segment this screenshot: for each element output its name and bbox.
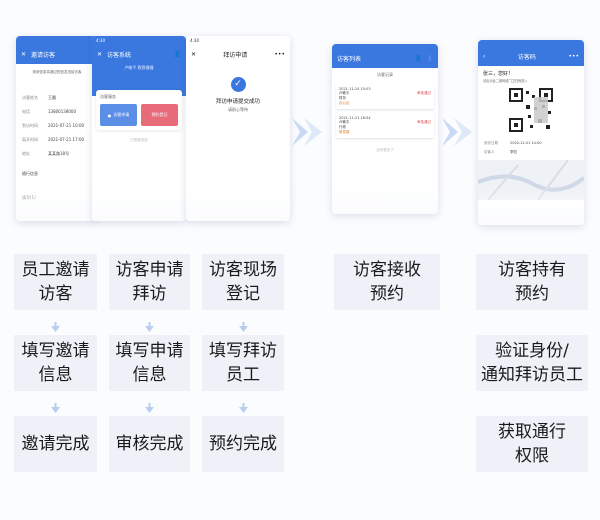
person-icon: ● [107, 112, 112, 118]
form-row[interactable]: 地址某某路18号 [22, 151, 70, 156]
page-title: 访客码 [517, 53, 536, 61]
status-bar [16, 36, 98, 45]
arrow-down-icon [51, 322, 60, 332]
arrow-down-icon [238, 322, 248, 332]
status-bar: 4:30 [96, 38, 105, 43]
success-message: 拜访申请提交成功 [215, 99, 260, 105]
flow-step-tile: 访客持有 预约 [476, 254, 588, 310]
visitor-record[interactable]: 2021-11-24 15:03 卢敏平审批通过 财务 办公区 [336, 84, 434, 109]
visitor-record[interactable]: 2021-11-21 18:54 卢敏平审批通过 行政 研发楼 [336, 113, 434, 138]
page-title: 访客系统 [107, 51, 132, 59]
appointment-register-button[interactable]: 预约登记 [141, 104, 178, 126]
flow-arrow-icon [442, 118, 472, 146]
flow-step-tile: 填写邀请 信息 [14, 335, 97, 391]
page-title: 拜访申请 [223, 51, 248, 59]
flow-step-tile: 审核完成 [109, 416, 190, 472]
tab-records[interactable]: 访客记录 [377, 72, 393, 77]
close-icon[interactable]: ✕ [97, 50, 103, 58]
flow-step-tile: 填写拜访 员工 [202, 335, 284, 391]
arrow-down-icon [51, 403, 60, 413]
phone-visitor-list: 访客列表 👤 ⋮ 访客记录 2021-11-24 15:03 卢敏平审批通过 财… [332, 44, 438, 214]
invite-hint: 邀请信息将通过短信发送给访客 [32, 70, 82, 74]
flow-step-tile: 填写申请 信息 [109, 335, 190, 391]
bottom-note: 已是最底部 [130, 138, 148, 142]
phone-visit-request: 4:30 ✕ 拜访申请 ••• ✓ 拜访申请提交成功 请耐心等待 [186, 36, 290, 221]
flow-step-tile: 员工邀请 访客 [14, 254, 97, 310]
user-subtitle: 卢敏平 跌跌撞撞 [124, 65, 154, 70]
page-title: 访客列表 [337, 56, 362, 63]
flow-step-tile: 获取通行 权限 [476, 416, 588, 472]
section-label: 访客服务 [100, 94, 116, 99]
flow-step-tile: 访客现场 登记 [202, 254, 284, 310]
status-badge: 审批通过 [417, 91, 431, 95]
status-bar: 4:30 [190, 38, 199, 43]
close-icon[interactable]: ✕ [191, 50, 197, 58]
page-title: 邀请访客 [31, 51, 56, 59]
visitor-apply-button[interactable]: ●访客申请 [100, 104, 137, 126]
flow-step-tile: 访客接收 预约 [334, 254, 440, 310]
form-row[interactable]: 访客姓名王晨 [22, 95, 56, 100]
more-icon[interactable]: ⋮ [427, 55, 433, 62]
success-subtext: 请耐心等待 [228, 107, 248, 112]
phone-visitor-system: 4:30 ✕ 访客系统 👤 卢敏平 跌跌撞撞 访客服务 ●访客申请 预约登记 已… [92, 36, 186, 221]
more-icon[interactable]: ••• [568, 52, 579, 60]
flow-step-tile: 访客申请 拜访 [109, 254, 190, 310]
flow-arrow-icon [292, 118, 322, 146]
success-check-icon: ✓ [230, 77, 246, 92]
list-end-note: 没有更多了 [376, 148, 394, 152]
status-bar [332, 44, 438, 51]
flow-step-tile: 预约完成 [202, 416, 284, 472]
arrow-down-icon [238, 403, 248, 413]
greeting: 张三，您好！ [483, 71, 514, 77]
extra-info[interactable]: 随行信息 [22, 171, 38, 176]
user-icon[interactable]: 👤 [173, 50, 181, 58]
status-badge: 审批通过 [417, 120, 431, 124]
back-icon[interactable]: ‹ [483, 52, 486, 60]
arrow-down-icon [145, 403, 154, 413]
status-bar [478, 40, 584, 48]
flow-step-tile: 验证身份/ 通知拜访员工 [476, 335, 588, 391]
flow-step-tile: 邀请完成 [14, 416, 97, 472]
more-icon[interactable]: ••• [274, 50, 285, 58]
qr-code-icon [508, 87, 554, 133]
arrow-down-icon [145, 322, 154, 332]
qr-instruction: 请出示此二维码给门卫扫码进入 [483, 79, 528, 83]
close-icon[interactable]: ✕ [21, 50, 27, 58]
user-icon[interactable]: 👤 [414, 55, 422, 62]
